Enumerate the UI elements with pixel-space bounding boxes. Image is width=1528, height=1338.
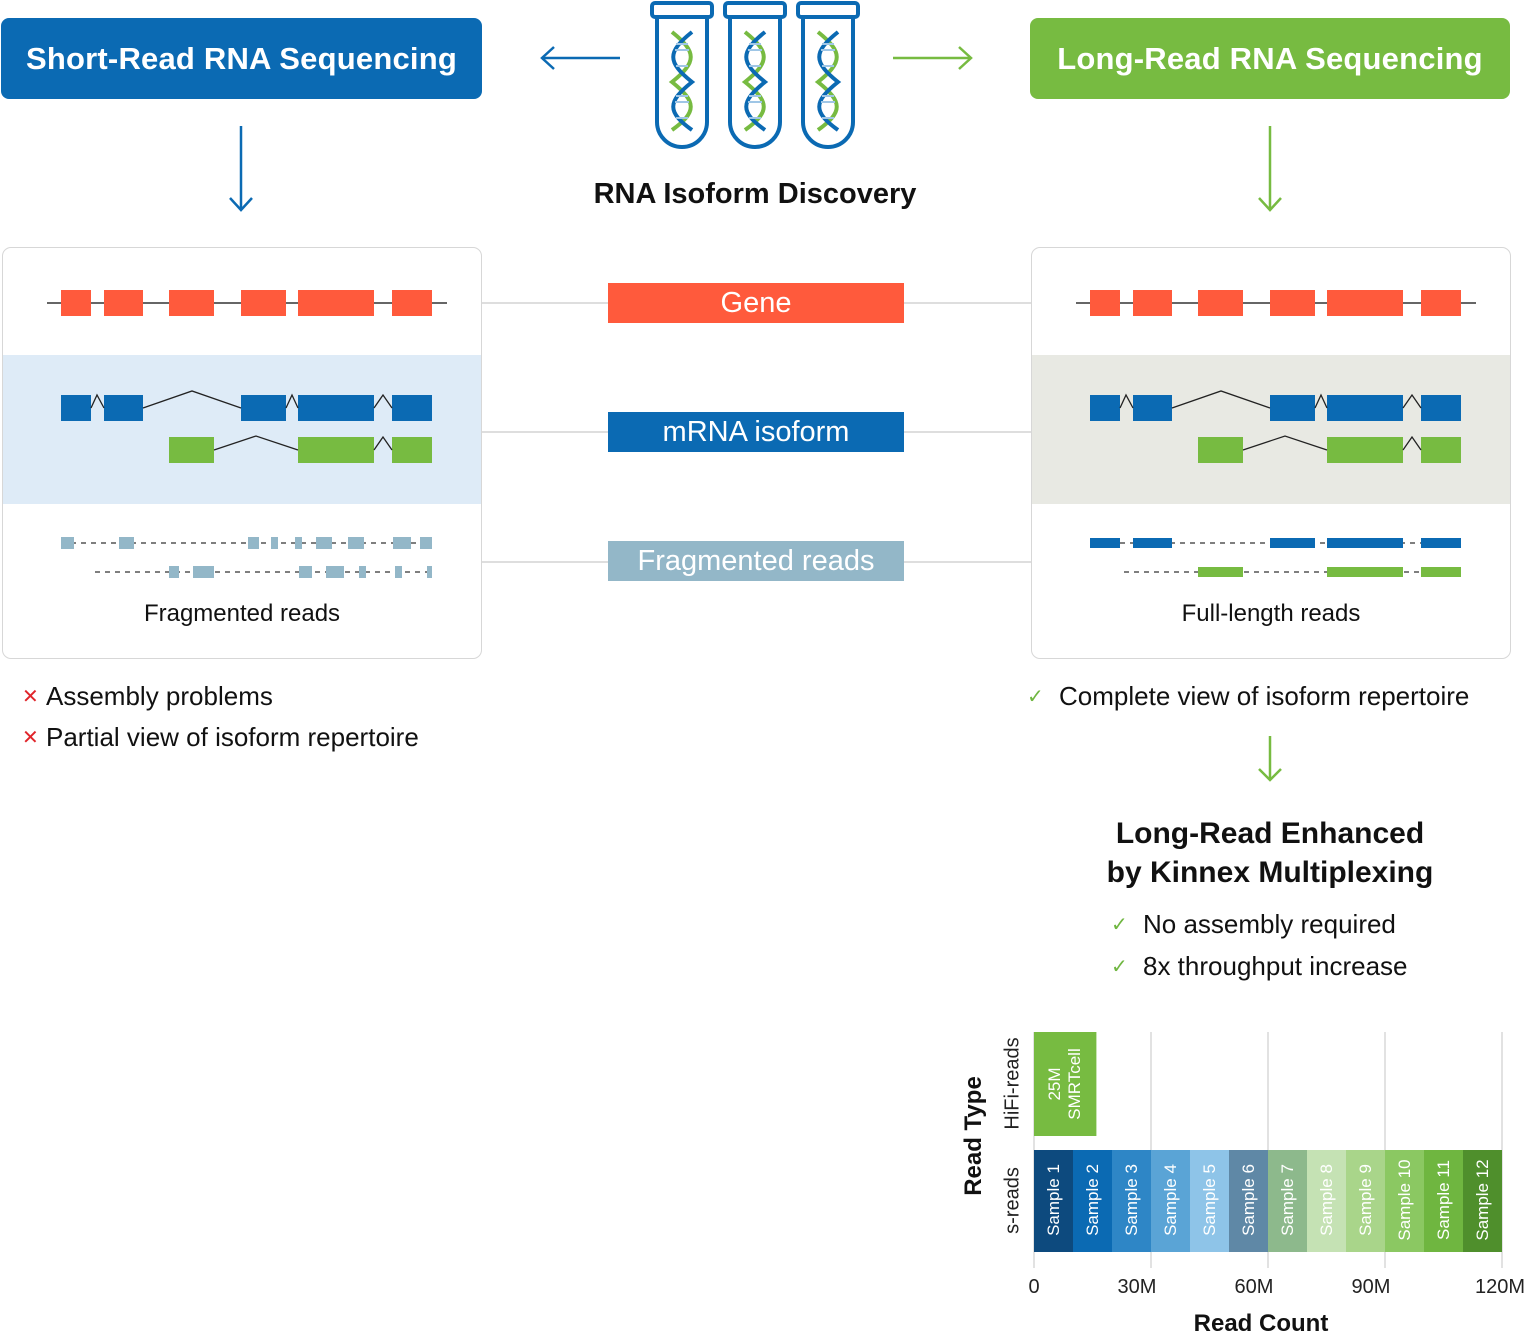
bar-segment-label: Sample 12 — [1472, 1159, 1492, 1241]
bullet-text: 8x throughput increase — [1143, 951, 1408, 981]
kinnex-title: Long-Read Enhanced by Kinnex Multiplexin… — [1040, 814, 1500, 892]
check-icon: ✓ — [1027, 686, 1044, 708]
isoform-band — [1032, 355, 1510, 504]
bar-segment — [1229, 1150, 1268, 1252]
y-category-label: HiFi-reads — [1001, 1037, 1024, 1130]
bar-segment-label: Sample 8 — [1316, 1164, 1336, 1236]
bar-segment-label-line: 25M — [1045, 1067, 1065, 1101]
check-icon: ✓ — [1111, 914, 1128, 936]
bar-segment-label: Sample 4 — [1160, 1164, 1180, 1236]
bar-segment — [1112, 1150, 1151, 1252]
x-tick-label: 30M — [1117, 1276, 1157, 1298]
bar-segment-label: Sample 3 — [1121, 1164, 1141, 1236]
bar-segment-label: Sample 11 — [1433, 1160, 1453, 1241]
arrow-left-icon — [540, 46, 620, 70]
short-read-header: Short-Read RNA Sequencing — [1, 18, 482, 99]
isoform-band — [3, 355, 481, 504]
bar-segment — [1034, 1150, 1073, 1252]
cross-icon: ✕ — [22, 727, 39, 749]
cross-icon: ✕ — [22, 686, 39, 708]
bar-segment — [1346, 1150, 1385, 1252]
dna-test-tube-icon — [650, 1, 860, 149]
bullet-text: No assembly required — [1143, 909, 1396, 939]
long-read-gene-diagram — [1076, 290, 1476, 577]
short-read-panel: Fragmented reads — [2, 247, 482, 659]
bar-segment — [1268, 1150, 1307, 1252]
x-tick-label: 0 — [1028, 1276, 1040, 1298]
kinnex-title-line2: by Kinnex Multiplexing — [1106, 856, 1434, 889]
y-axis-title: Read Type — [960, 1076, 987, 1196]
full-length-reads-caption: Full-length reads — [1181, 600, 1361, 627]
bullet-throughput: ✓ 8x throughput increase — [1111, 951, 1408, 982]
bar-segment — [1073, 1150, 1112, 1252]
long-read-panel: Full-length reads — [1031, 247, 1511, 659]
bar-segment-label-line: SMRTcell — [1065, 1048, 1085, 1120]
bullet-text: Assembly problems — [46, 681, 273, 711]
bar-segment-label: Sample 1 — [1043, 1164, 1063, 1236]
bar-segment — [1307, 1150, 1346, 1252]
center-title: RNA Isoform Discovery — [593, 178, 917, 210]
long-read-header: Long-Read RNA Sequencing — [1030, 18, 1510, 99]
kinnex-title-line1: Long-Read Enhanced — [1115, 817, 1425, 850]
arrow-down-icon — [229, 126, 253, 212]
arrow-down-icon — [1258, 736, 1282, 782]
fragmented-reads-caption: Fragmented reads — [143, 600, 341, 627]
bullet-no-assembly: ✓ No assembly required — [1111, 909, 1396, 940]
x-tick-label: 60M — [1234, 1276, 1274, 1298]
fragmented-reads-label: Fragmented reads — [608, 541, 904, 581]
connector-lines — [481, 302, 1031, 563]
bar-segment — [1385, 1150, 1424, 1252]
arrow-right-icon — [893, 46, 973, 70]
bullet-partial-view: ✕ Partial view of isoform repertoire — [22, 722, 419, 753]
bullet-assembly-problems: ✕ Assembly problems — [22, 681, 273, 712]
bar-segment — [1034, 1032, 1097, 1136]
bar-segment — [1190, 1150, 1229, 1252]
mrna-isoform-label: mRNA isoform — [608, 412, 904, 452]
bar-segment — [1151, 1150, 1190, 1252]
x-tick-label: 120M — [1474, 1276, 1526, 1298]
bar-segment — [1424, 1150, 1463, 1252]
bar-segment-label: Sample 2 — [1082, 1164, 1102, 1236]
x-tick-label: 90M — [1351, 1276, 1391, 1298]
short-read-gene-diagram — [47, 290, 447, 578]
bar-segment-label: Sample 7 — [1277, 1164, 1297, 1236]
bar-segment-label: Sample 9 — [1355, 1164, 1375, 1236]
bar-segment-label: Sample 5 — [1199, 1164, 1219, 1236]
bullet-text: Complete view of isoform repertoire — [1059, 681, 1470, 711]
gene-label: Gene — [608, 283, 904, 323]
bullet-complete-view: ✓ Complete view of isoform repertoire — [1027, 681, 1469, 712]
x-axis-title: Read Count — [1193, 1310, 1329, 1337]
bar-segment-label: Sample 10 — [1394, 1159, 1414, 1241]
bar-segment — [1463, 1150, 1502, 1252]
bullet-text: Partial view of isoform repertoire — [46, 722, 419, 752]
check-icon: ✓ — [1111, 956, 1128, 978]
arrow-down-icon — [1258, 126, 1282, 212]
bar-segment-label: Sample 6 — [1238, 1164, 1258, 1236]
y-category-label: s-reads — [1001, 1167, 1024, 1234]
